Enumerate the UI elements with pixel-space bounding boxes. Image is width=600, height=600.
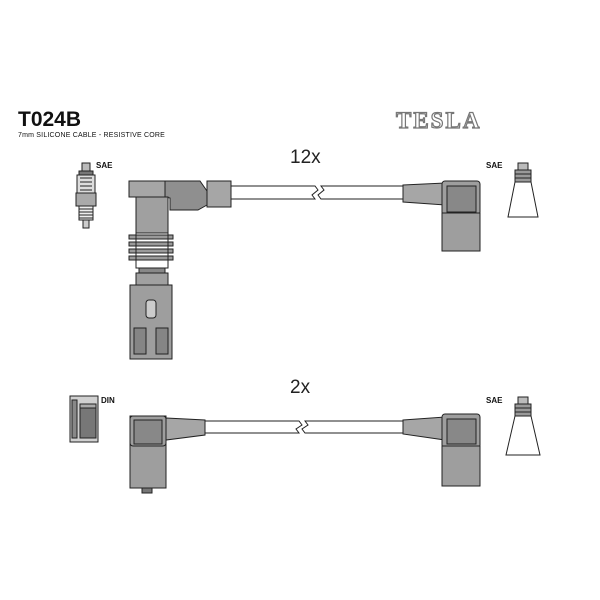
brand-logo: TESLA	[395, 107, 482, 133]
din-terminal-icon	[69, 395, 99, 443]
lead-2-left-connector-label: DIN	[101, 396, 115, 405]
cable-spec: 7mm SILICONE CABLE - RESISTIVE CORE	[18, 132, 166, 139]
lead-2-quantity: 2x	[290, 377, 311, 398]
lead-1-plug-boot	[128, 180, 232, 360]
spark-plug-icon	[75, 162, 97, 229]
lead-2-cable	[204, 420, 404, 434]
lead-2-right-boot	[402, 413, 481, 487]
sae-terminal-icon	[507, 162, 539, 218]
lead-1-cable	[230, 185, 404, 200]
lead-1-left-connector-label: SAE	[96, 161, 113, 170]
part-number: T024B	[18, 108, 82, 131]
lead-1-quantity: 12x	[290, 147, 321, 168]
lead-2-left-boot	[129, 415, 206, 494]
lead-1-right-connector-label: SAE	[486, 161, 503, 170]
sae-terminal-icon	[505, 396, 541, 456]
lead-1-right-boot	[402, 180, 481, 252]
lead-2-right-connector-label: SAE	[486, 396, 503, 405]
